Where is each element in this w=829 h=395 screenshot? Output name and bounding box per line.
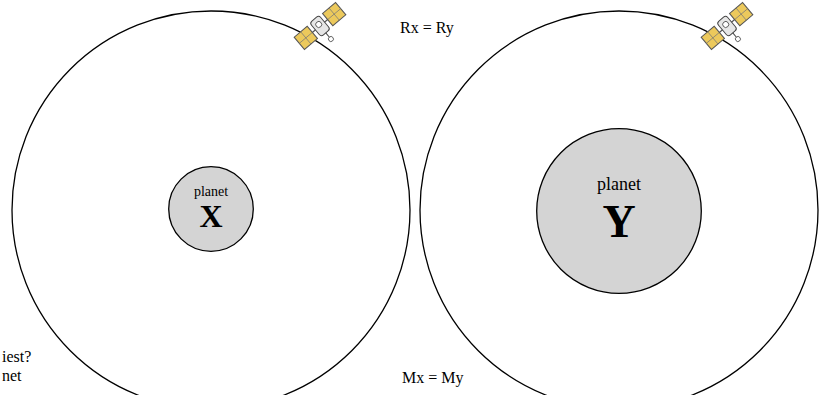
orbit-circle bbox=[12, 11, 410, 395]
planet-circle: planetX bbox=[168, 166, 254, 252]
planet-circle: planetY bbox=[536, 128, 702, 294]
planet-outline bbox=[169, 167, 254, 252]
note-label: Mx = My bbox=[402, 369, 463, 387]
note-label: net bbox=[2, 367, 22, 385]
note-label: iest? bbox=[2, 348, 31, 366]
satellite-icon bbox=[701, 2, 761, 59]
planet-caption: planet bbox=[194, 185, 228, 200]
planet-caption: planet bbox=[597, 175, 641, 194]
planet-outline bbox=[537, 129, 702, 294]
note-label: Rx = Ry bbox=[400, 19, 454, 37]
orbit-circle bbox=[420, 11, 818, 395]
planet-letter: Y bbox=[602, 198, 635, 246]
planet-letter: X bbox=[199, 200, 222, 234]
satellite-icon bbox=[294, 2, 354, 59]
